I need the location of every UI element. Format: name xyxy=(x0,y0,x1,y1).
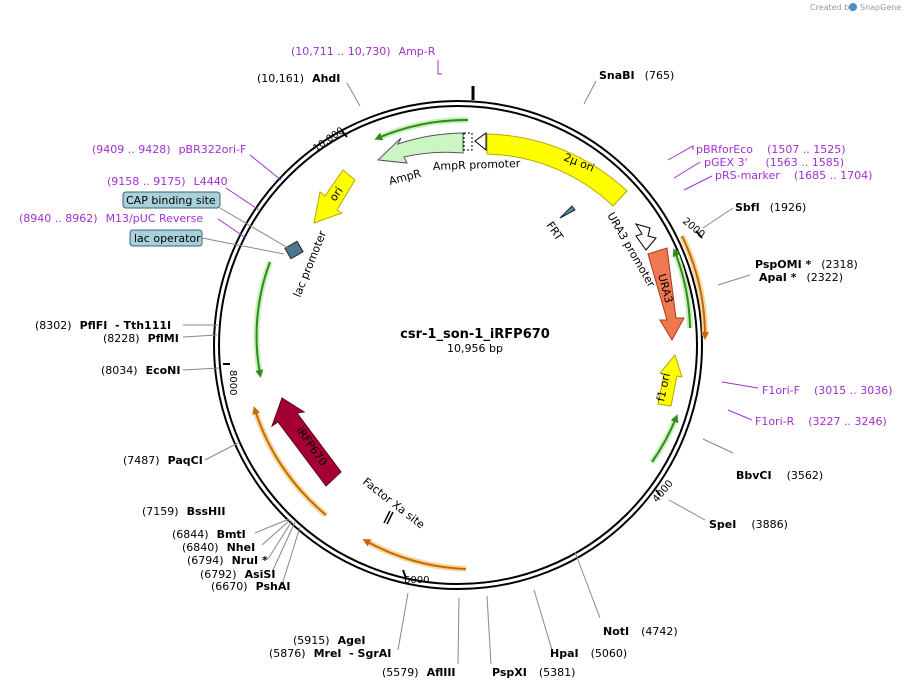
ura3-promoter-arrow-icon xyxy=(634,223,657,251)
feature-label-ampr: AmpR xyxy=(387,167,422,188)
site-nhei[interactable]: (6840)NheI xyxy=(182,541,255,554)
primer-labels: (10,711 .. 10,730)Amp-R (9409 .. 9428)pB… xyxy=(19,45,893,428)
tick-label-8000: 8000 xyxy=(227,370,238,395)
site-pspxi[interactable]: PspXI(5381) xyxy=(492,666,575,679)
site-pflmi[interactable]: (8228)PflMI xyxy=(103,332,179,345)
primer-pbr322ori-f[interactable]: (9409 .. 9428)pBR322ori-F xyxy=(92,143,246,156)
site-apai[interactable]: ApaI *(2322) xyxy=(759,271,843,284)
primer-leader-lines xyxy=(217,60,759,421)
svg-text:CAP binding site: CAP binding site xyxy=(126,194,216,207)
plasmid-length: 10,956 bp xyxy=(447,342,503,355)
feature-label-frt: FRT xyxy=(544,219,566,243)
site-bsshii[interactable]: (7159)BssHII xyxy=(142,505,225,518)
feature-2mu-ori[interactable] xyxy=(486,133,628,207)
plasmid-name: csr-1_son-1_iRFP670 xyxy=(400,327,550,342)
cap-binding-site-box: CAP binding site xyxy=(122,191,289,249)
site-mrei-sgrai[interactable]: (5876)MreI - SgrAI xyxy=(269,647,391,660)
credit-text: Created by xyxy=(810,3,854,12)
feature-ampr[interactable] xyxy=(376,132,464,164)
site-pspomi[interactable]: PspOMI *(2318) xyxy=(755,258,858,271)
site-bbvci[interactable]: BbvCI(3562) xyxy=(736,469,823,482)
site-afliii[interactable]: (5579)AflIII xyxy=(382,666,456,679)
site-hpai[interactable]: HpaI(5060) xyxy=(550,647,627,660)
site-pflfi-tth111i[interactable]: (8302)PflFI - Tth111I xyxy=(35,319,171,332)
tick-marks xyxy=(223,130,703,579)
site-bmti[interactable]: (6844)BmtI xyxy=(172,528,246,541)
tick-label-6000: 6000 xyxy=(404,575,429,586)
orf-arc-left-bottom xyxy=(252,406,327,516)
feature-ura3[interactable] xyxy=(647,247,685,342)
site-ahdi[interactable]: (10,161)AhdI xyxy=(257,72,340,85)
orf-arc-bottom xyxy=(362,539,467,570)
feature-f1-ori[interactable] xyxy=(657,353,683,407)
ampr-promoter-arrow-icon xyxy=(474,132,487,152)
orf-arc-lower-right xyxy=(651,414,679,463)
primer-pgex-3[interactable]: pGEX 3'(1563 .. 1585) xyxy=(704,156,844,169)
feature-label-factor-xa: Factor Xa site xyxy=(360,475,427,531)
primer-f1ori-r[interactable]: F1ori-R(3227 .. 3246) xyxy=(755,415,887,428)
backbone xyxy=(213,86,703,590)
primer-amp-r[interactable]: (10,711 .. 10,730)Amp-R xyxy=(291,45,436,58)
lac-promoter-glyph-icon xyxy=(284,240,304,260)
ampr-promoter-region xyxy=(463,132,473,151)
primer-pbrforeco[interactable]: pBRforEco(1507 .. 1525) xyxy=(696,143,846,156)
site-leader-lines xyxy=(182,80,751,665)
snapgene-logo-icon xyxy=(849,3,857,11)
feature-label-f1-ori: f1 ori xyxy=(654,372,673,403)
svg-text:lac operator: lac operator xyxy=(134,232,201,245)
primer-l4440[interactable]: (9158 .. 9175)L4440 xyxy=(107,175,228,188)
feature-irfp670[interactable] xyxy=(271,397,342,487)
primer-f1ori-f[interactable]: F1ori-F(3015 .. 3036) xyxy=(762,384,893,397)
frt-glyph-icon xyxy=(559,205,576,219)
primer-m13-puc-reverse[interactable]: (8940 .. 8962)M13/pUC Reverse xyxy=(19,212,203,225)
site-pshai[interactable]: (6670)PshAI xyxy=(211,580,290,593)
feature-label-lac-promoter: lac promoter xyxy=(291,229,330,300)
credit-brand: SnapGene xyxy=(860,3,901,12)
orf-arc-ura3 xyxy=(672,248,691,329)
site-labels: SnaBI(765) SbfI(1926) PspOMI *(2318) Apa… xyxy=(35,69,858,679)
orf-arc-bottom-bg xyxy=(364,538,467,572)
site-agei[interactable]: (5915)AgeI xyxy=(293,634,366,647)
site-noti[interactable]: NotI(4742) xyxy=(603,625,678,638)
site-snabi[interactable]: SnaBI(765) xyxy=(599,69,674,82)
feature-label-ampr-promoter: AmpR promoter xyxy=(433,157,521,173)
site-sbfi[interactable]: SbfI(1926) xyxy=(735,201,806,214)
tick-label-10000: 10,000 xyxy=(311,125,346,154)
site-asisi[interactable]: (6792)AsiSI xyxy=(200,568,275,581)
site-spei[interactable]: SpeI(3886) xyxy=(709,518,788,531)
feature-label-ura3-promoter: URA3 promoter xyxy=(604,210,658,290)
orf-arc-top xyxy=(374,118,469,141)
primer-prs-marker[interactable]: pRS-marker(1685 .. 1704) xyxy=(715,169,872,182)
site-econi[interactable]: (8034)EcoNI xyxy=(101,364,180,377)
site-paqci[interactable]: (7487)PaqCI xyxy=(123,454,203,467)
orf-arc-left xyxy=(255,261,271,378)
factor-xa-glyph-icon xyxy=(383,510,391,524)
lac-operator-box: lac operator xyxy=(129,229,285,255)
site-nrui[interactable]: (6794)NruI * xyxy=(187,554,268,567)
orf-arc-right xyxy=(681,235,709,340)
feature-ori[interactable] xyxy=(313,169,356,224)
